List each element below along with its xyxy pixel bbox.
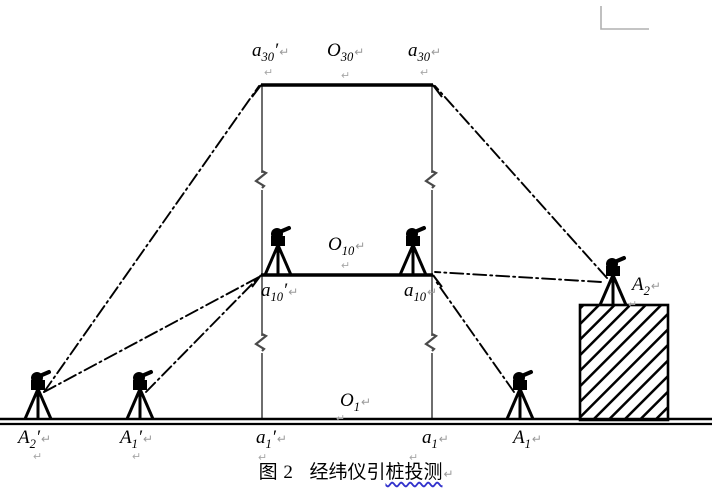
label-A2: A2↵: [632, 274, 661, 298]
sight-line-A2prime-to-a30prime: [43, 85, 260, 393]
theodolite-a10: [398, 226, 428, 277]
label-a30-prime: a30′↵: [252, 40, 290, 64]
beam-level-10-edge-left: [251, 274, 262, 288]
break-symbol-left-upper: [254, 169, 268, 190]
instruments: [23, 226, 628, 421]
sight-line-A1-to-a10: [434, 279, 515, 393]
caption-number: 图 2: [258, 462, 294, 483]
label-O10: O10↵: [328, 234, 366, 258]
theodolite-A2-on-block: [598, 256, 628, 307]
label-A1-prime: A1′↵: [120, 427, 153, 451]
theodolite-a10-prime: [263, 226, 293, 277]
figure-caption: 图 2 经纬仪引桩投测↵: [0, 457, 712, 484]
ground-line: [0, 417, 712, 426]
break-symbol-right-lower: [424, 332, 438, 353]
beam-level-10-edge-right: [432, 274, 443, 288]
label-a30: a30↵: [408, 40, 441, 64]
label-a1: a1↵: [422, 427, 449, 451]
pilcrow-mark-ground-center: ↵: [336, 413, 346, 425]
label-O30: O30↵: [327, 40, 365, 64]
caption-text-plain: 经纬仪引: [309, 462, 386, 483]
break-symbol-right-upper: [424, 169, 438, 190]
sight-line-A2-to-a30: [434, 85, 608, 279]
label-A1: A1↵: [513, 427, 542, 451]
sight-lines: [43, 85, 608, 393]
pilcrow-mark-A2: ↵: [628, 299, 638, 311]
pilcrow-mark-caption-right: ↵: [409, 452, 419, 464]
pilcrow-mark-mid-center: ↵: [341, 260, 351, 272]
caption-pilcrow: ↵: [443, 468, 454, 481]
theodolite-A1: [505, 370, 535, 421]
pilcrow-mark-top-center: ↵: [341, 70, 351, 82]
pilcrow-mark-bottom-left2: ↵: [132, 451, 142, 463]
pilcrow-mark-top-left: ↵: [264, 67, 274, 79]
caption-text-underlined: 桩投测: [385, 462, 443, 483]
hatched-building-block: [578, 303, 670, 422]
sight-line-A2-to-a10: [434, 271, 602, 283]
column-walls: [261, 85, 433, 420]
pilcrow-mark-bottom-left: ↵: [33, 451, 43, 463]
label-a1-prime: a1′↵: [256, 427, 287, 451]
sight-line-A1prime-to-a10prime: [145, 276, 260, 393]
text-boundary-corner-mark: [600, 6, 649, 30]
pilcrow-mark-caption-left: ↵: [258, 452, 268, 464]
theodolite-A2-prime: [23, 370, 53, 421]
sight-line-A2prime-to-a10prime: [43, 276, 260, 393]
break-symbol-left-lower: [254, 332, 268, 353]
label-a10-prime: a10′↵: [261, 280, 299, 304]
pilcrow-mark-top-right: ↵: [420, 67, 430, 79]
label-A2-prime: A2′↵: [18, 427, 51, 451]
label-O1: O1↵: [340, 390, 371, 414]
label-a10: a10↵: [404, 280, 437, 304]
theodolite-A1-prime: [125, 370, 155, 421]
beam-level-30-edge-left: [251, 84, 262, 98]
beam-level-30-edge-right: [432, 84, 443, 98]
